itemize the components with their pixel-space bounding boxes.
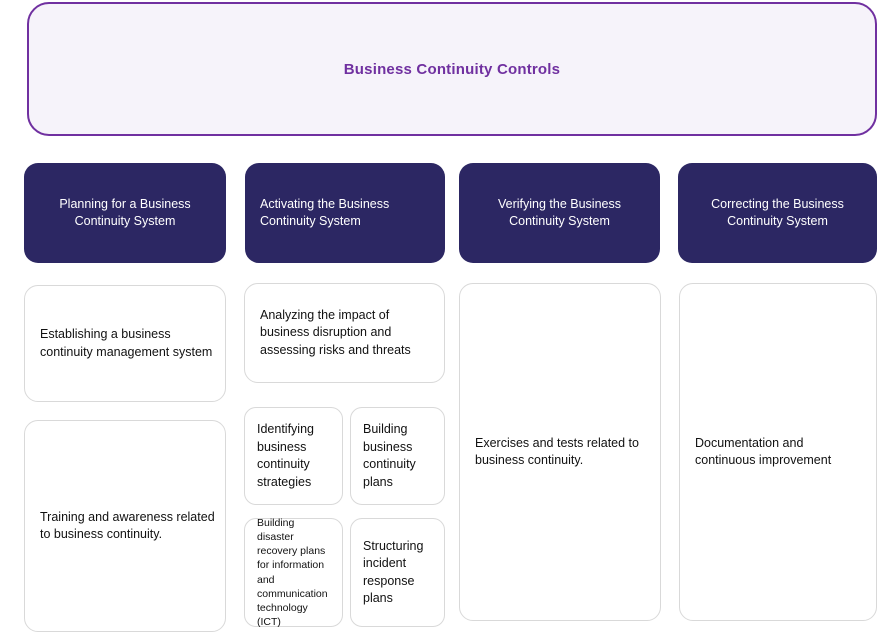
header-correcting-label: Correcting the Business Continuity Syste…: [711, 197, 844, 228]
card-incident-response: Structuring incident response plans: [350, 518, 445, 627]
card-training-awareness-text: Training and awareness related to busine…: [40, 509, 215, 542]
card-exercises-tests: Exercises and tests related to business …: [459, 283, 661, 621]
card-identifying-strategies-text: Identifying business continuity strategi…: [257, 422, 314, 489]
card-analyzing-impact: Analyzing the impact of business disrupt…: [244, 283, 445, 383]
card-training-awareness: Training and awareness related to busine…: [24, 420, 226, 632]
card-establishing-bcms: Establishing a business continuity manag…: [24, 285, 226, 402]
header-planning-label: Planning for a Business Continuity Syste…: [59, 197, 191, 228]
card-ict-disaster-recovery-text: Building disaster recovery plans for inf…: [257, 516, 328, 629]
header-activating-label: Activating the Business Continuity Syste…: [260, 197, 390, 228]
card-building-plans: Building business continuity plans: [350, 407, 445, 505]
card-incident-response-text: Structuring incident response plans: [363, 538, 424, 606]
page-title: Business Continuity Controls: [343, 60, 561, 78]
card-establishing-bcms-text: Establishing a business continuity manag…: [40, 327, 213, 359]
card-documentation-improvement-text: Documentation and continuous improvement: [695, 435, 832, 468]
card-identifying-strategies: Identifying business continuity strategi…: [244, 407, 343, 505]
title-banner: Business Continuity Controls: [27, 2, 877, 136]
card-analyzing-impact-text: Analyzing the impact of business disrupt…: [260, 307, 411, 357]
card-exercises-tests-text: Exercises and tests related to business …: [475, 435, 639, 468]
header-verifying: Verifying the Business Continuity System: [459, 163, 660, 263]
header-verifying-label: Verifying the Business Continuity System: [498, 197, 621, 228]
card-building-plans-text: Building business continuity plans: [363, 422, 416, 489]
header-activating: Activating the Business Continuity Syste…: [245, 163, 445, 263]
header-planning: Planning for a Business Continuity Syste…: [24, 163, 226, 263]
header-correcting: Correcting the Business Continuity Syste…: [678, 163, 877, 263]
card-documentation-improvement: Documentation and continuous improvement: [679, 283, 877, 621]
card-ict-disaster-recovery: Building disaster recovery plans for inf…: [244, 516, 343, 629]
